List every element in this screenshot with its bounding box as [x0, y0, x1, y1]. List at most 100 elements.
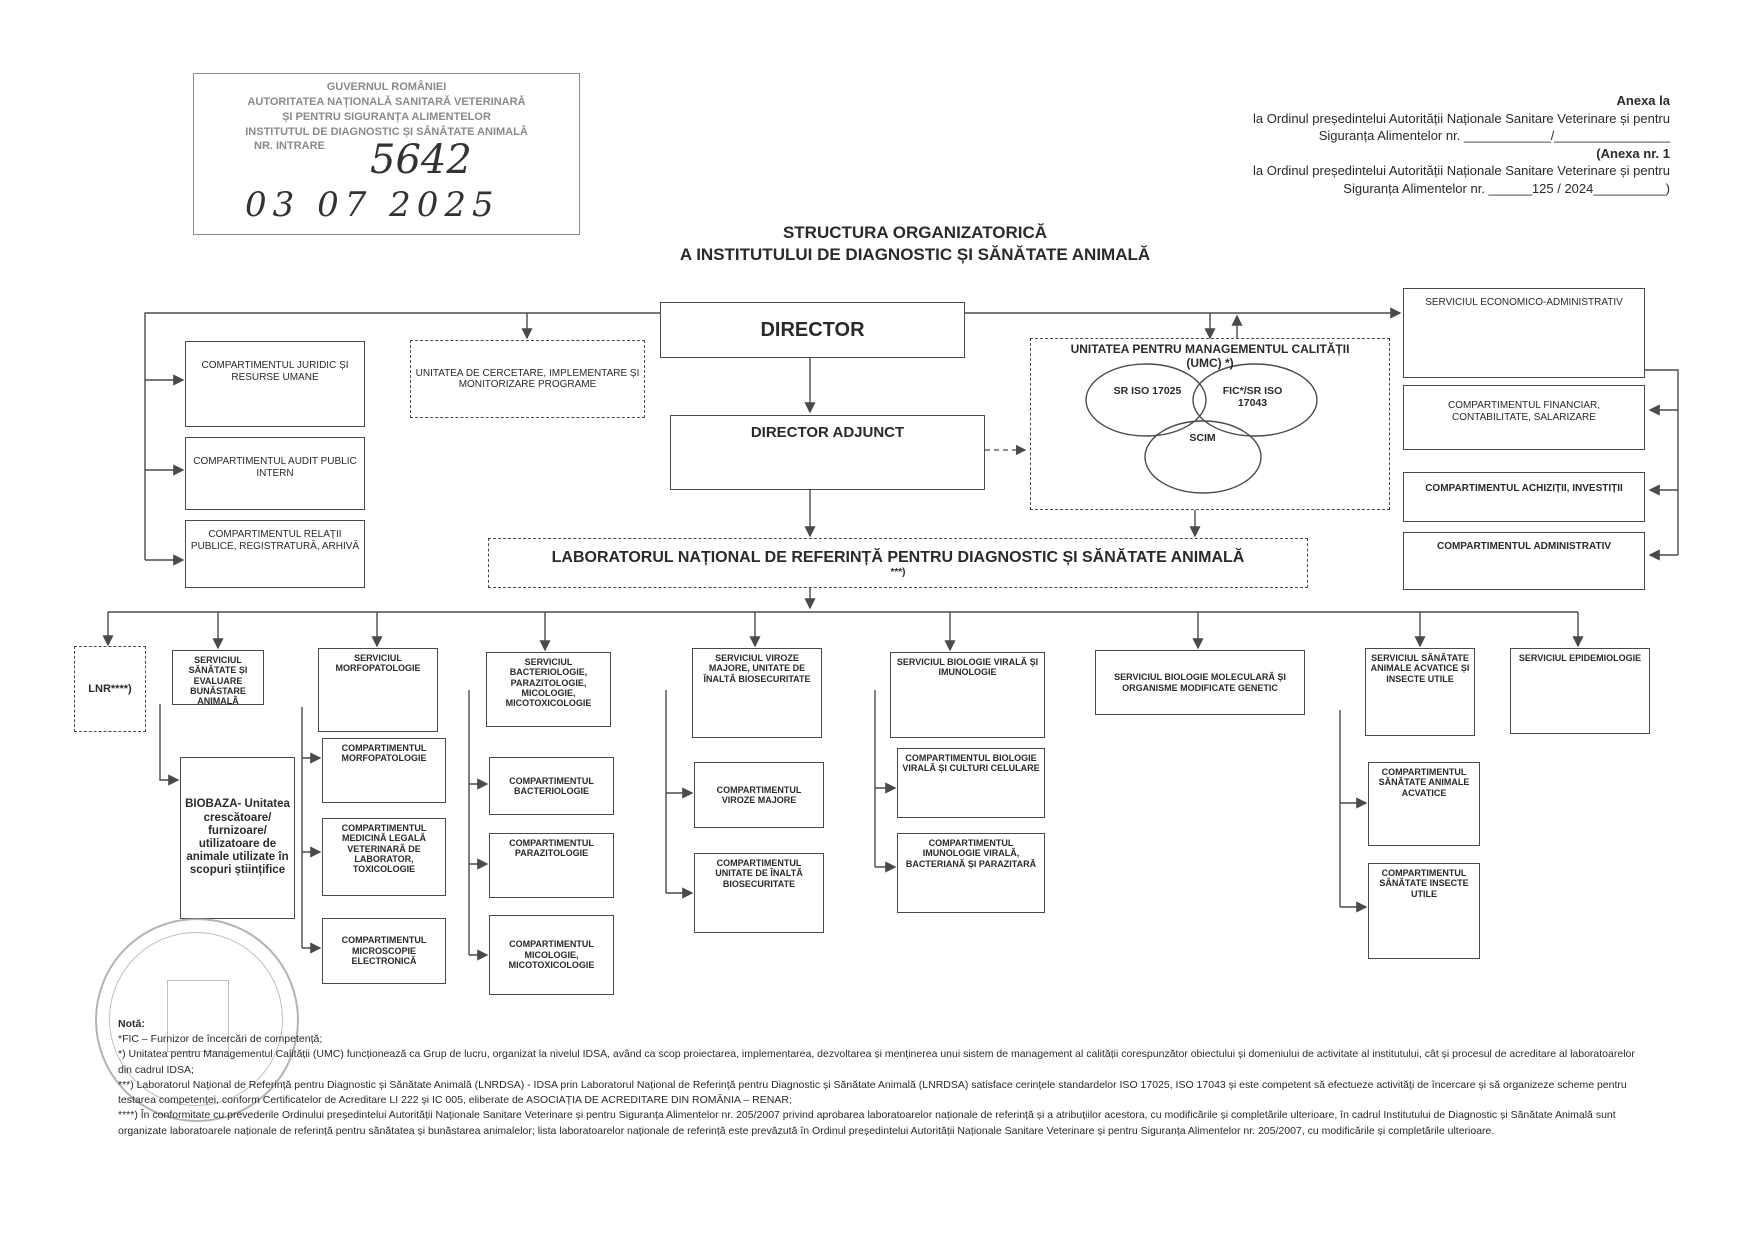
sanatate-service-label: SERVICIUL SĂNĂTATE ȘI EVALUARE BUNĂSTARE…: [188, 655, 248, 707]
coat-of-arms-icon: [167, 980, 229, 1052]
micologie-compartment-box: COMPARTIMENTUL MICOLOGIE, MICOTOXICOLOGI…: [489, 915, 614, 995]
cercetare-unit-label: UNITATEA DE CERCETARE, IMPLEMENTARE ȘI M…: [415, 367, 640, 391]
viroze-compartment-box: COMPARTIMENTUL VIROZE MAJORE: [694, 762, 824, 828]
stamp-line-3: ȘI PENTRU SIGURANȚA ALIMENTELOR: [282, 110, 491, 123]
medicina-compartment-label: COMPARTIMENTUL MEDICINĂ LEGALĂ VETERINAR…: [341, 823, 427, 875]
stamp-number: 5642: [370, 137, 472, 183]
medicina-compartment-box: COMPARTIMENTUL MEDICINĂ LEGALĂ VETERINAR…: [322, 818, 446, 896]
annex-line-3: la Ordinul președintelui Autorității Naț…: [1253, 163, 1670, 179]
umc-sr-iso-17025: SR ISO 17025: [1113, 385, 1182, 397]
administrativ-compartment-label: COMPARTIMENTUL ADMINISTRATIV: [1436, 541, 1612, 552]
bacterio-service-box: SERVICIUL BACTERIOLOGIE, PARAZITOLOGIE, …: [486, 652, 611, 727]
morfo-service-label: SERVICIUL MORFOPATOLOGIE: [335, 653, 421, 674]
epidemio-service-label: SERVICIUL EPIDEMIOLOGIE: [1518, 653, 1642, 663]
microscopie-compartment-label: COMPARTIMENTUL MICROSCOPIE ELECTRONICĂ: [341, 935, 427, 967]
title-line-2: A INSTITUTULUI DE DIAGNOSTIC ȘI SĂNĂTATE…: [679, 245, 1151, 265]
notes-heading: Notă:: [118, 1018, 145, 1030]
lnrdsa-footnote-mark: ***): [890, 567, 906, 579]
imuno-compartment-box: COMPARTIMENTUL IMUNOLOGIE VIRALĂ, BACTER…: [897, 833, 1045, 913]
sanatate-service-box: SERVICIUL SĂNĂTATE ȘI EVALUARE BUNĂSTARE…: [172, 650, 264, 707]
umc-scim: SCIM: [1189, 432, 1216, 444]
imuno-compartment-label: COMPARTIMENTUL IMUNOLOGIE VIRALĂ, BACTER…: [905, 838, 1037, 869]
annex-label: Anexa la: [1616, 93, 1670, 108]
biosecuritate-compartment-box: COMPARTIMENTUL UNITATE DE ÎNALTĂ BIOSECU…: [694, 853, 824, 933]
administrativ-compartment-box: COMPARTIMENTUL ADMINISTRATIV: [1403, 532, 1645, 590]
economico-service-box: SERVICIUL ECONOMICO-ADMINISTRATIV: [1403, 288, 1645, 378]
director-adjunct-box: DIRECTOR ADJUNCT: [670, 415, 985, 490]
acvatice-compartment-label: COMPARTIMENTUL SĂNĂTATE ANIMALE ACVATICE: [1378, 767, 1470, 798]
viroze-service-box: SERVICIUL VIROZE MAJORE, UNITATE DE ÎNAL…: [692, 648, 822, 738]
relatii-compartment-box: COMPARTIMENTUL RELAȚII PUBLICE, REGISTRA…: [185, 520, 365, 588]
acvatice-compartment-box: COMPARTIMENTUL SĂNĂTATE ANIMALE ACVATICE: [1368, 762, 1480, 846]
registration-stamp: GUVERNUL ROMÂNIEI AUTORITATEA NAȚIONALĂ …: [193, 73, 580, 235]
lnrdsa-box: LABORATORUL NAȚIONAL DE REFERINȚĂ PENTRU…: [488, 538, 1308, 588]
note-umc: *) Unitatea pentru Managementul Calități…: [118, 1048, 1635, 1076]
stamp-line-4: INSTITUTUL DE DIAGNOSTIC ȘI SĂNĂTATE ANI…: [245, 125, 528, 138]
morfo-service-box: SERVICIUL MORFOPATOLOGIE: [318, 648, 438, 732]
director-box: DIRECTOR: [660, 302, 965, 358]
microscopie-compartment-box: COMPARTIMENTUL MICROSCOPIE ELECTRONICĂ: [322, 918, 446, 984]
director-label: DIRECTOR: [760, 318, 865, 341]
annex-header: Anexa la la Ordinul președintelui Autori…: [1100, 92, 1670, 197]
financiar-compartment-label: COMPARTIMENTUL FINANCIAR, CONTABILITATE,…: [1447, 400, 1601, 423]
relatii-compartment-label: COMPARTIMENTUL RELAȚII PUBLICE, REGISTRA…: [190, 529, 360, 552]
acvatice-service-box: SERVICIUL SĂNĂTATE ANIMALE ACVATICE ȘI I…: [1365, 648, 1475, 736]
stamp-line-5: NR. INTRARE: [254, 140, 325, 153]
biobaza-box: BIOBAZA- Unitatea crescătoare/ furnizoar…: [180, 757, 295, 919]
financiar-compartment-box: COMPARTIMENTUL FINANCIAR, CONTABILITATE,…: [1403, 385, 1645, 450]
stamp-line-1: GUVERNUL ROMÂNIEI: [326, 81, 447, 93]
morfo-compartment-label: COMPARTIMENTUL MORFOPATOLOGIE: [341, 743, 427, 764]
lnr-box: LNR****): [74, 646, 146, 732]
viroze-service-label: SERVICIUL VIROZE MAJORE, UNITATE DE ÎNAL…: [703, 653, 811, 684]
acvatice-service-label: SERVICIUL SĂNĂTATE ANIMALE ACVATICE ȘI I…: [1370, 653, 1470, 684]
juridic-compartment-label: COMPARTIMENTUL JURIDIC ȘI RESURSE UMANE: [201, 360, 349, 383]
insecte-compartment-box: COMPARTIMENTUL SĂNĂTATE INSECTE UTILE: [1368, 863, 1480, 959]
annex-line-2: Siguranța Alimentelor nr. ____________/_…: [1318, 128, 1670, 144]
audit-compartment-label: COMPARTIMENTUL AUDIT PUBLIC INTERN: [193, 456, 357, 479]
bacterio-service-label: SERVICIUL BACTERIOLOGIE, PARAZITOLOGIE, …: [505, 657, 592, 709]
annex-nr1: (Anexa nr. 1: [1596, 145, 1670, 161]
achizitii-compartment-box: COMPARTIMENTUL ACHIZIȚII, INVESTIȚII: [1403, 472, 1645, 522]
annex-line-4: Siguranța Alimentelor nr. ______125 / 20…: [1343, 180, 1670, 196]
biosecuritate-compartment-label: COMPARTIMENTUL UNITATE DE ÎNALTĂ BIOSECU…: [715, 858, 803, 889]
note-lnrdsa: ***) Laboratorul Național de Referință p…: [118, 1078, 1627, 1107]
juridic-compartment-box: COMPARTIMENTUL JURIDIC ȘI RESURSE UMANE: [185, 341, 365, 427]
biologie-compartment-label: COMPARTIMENTUL BIOLOGIE VIRALĂ ȘI CULTUR…: [902, 753, 1040, 774]
annex-line-1: la Ordinul președintelui Autorității Naț…: [1253, 110, 1670, 126]
bacterio-compartment-label: COMPARTIMENTUL BACTERIOLOGIE: [509, 775, 594, 796]
page-title: STRUCTURA ORGANIZATORICĂ A INSTITUTULUI …: [560, 222, 1270, 266]
umc-box: UNITATEA PENTRU MANAGEMENTUL CALITĂȚII (…: [1030, 338, 1390, 510]
stamp-date: 03 07 2025: [245, 185, 500, 225]
official-seal: [95, 918, 299, 1122]
parazito-compartment-label: COMPARTIMENTUL PARAZITOLOGIE: [509, 838, 594, 859]
achizitii-compartment-label: COMPARTIMENTUL ACHIZIȚII, INVESTIȚII: [1425, 483, 1623, 494]
bacterio-compartment-box: COMPARTIMENTUL BACTERIOLOGIE: [489, 757, 614, 815]
molecular-service-label: SERVICIUL BIOLOGIE MOLECULARĂ ȘI ORGANIS…: [1114, 672, 1286, 693]
biobaza-label: BIOBAZA- Unitatea crescătoare/ furnizoar…: [185, 798, 290, 877]
micologie-compartment-label: COMPARTIMENTUL MICOLOGIE, MICOTOXICOLOGI…: [508, 939, 595, 971]
epidemio-service-box: SERVICIUL EPIDEMIOLOGIE: [1510, 648, 1650, 734]
biologie-service-box: SERVICIUL BIOLOGIE VIRALĂ ȘI IMUNOLOGIE: [890, 652, 1045, 738]
stamp-line-2: AUTORITATEA NAȚIONALĂ SANITARĂ VETERINAR…: [247, 95, 526, 108]
footnotes: Notă: *FIC – Furnizor de încercări de co…: [118, 1017, 1648, 1139]
biologie-service-label: SERVICIUL BIOLOGIE VIRALĂ ȘI IMUNOLOGIE: [896, 657, 1039, 678]
note-lnr: ****) În conformitate cu prevederile Ord…: [118, 1109, 1616, 1137]
note-fic: *FIC – Furnizor de încercări de competen…: [118, 1033, 323, 1046]
biologie-compartment-box: COMPARTIMENTUL BIOLOGIE VIRALĂ ȘI CULTUR…: [897, 748, 1045, 818]
insecte-compartment-label: COMPARTIMENTUL SĂNĂTATE INSECTE UTILE: [1379, 868, 1469, 899]
director-adjunct-label: DIRECTOR ADJUNCT: [750, 424, 905, 441]
lnr-label: LNR****): [88, 682, 132, 695]
lnrdsa-label: LABORATORUL NAȚIONAL DE REFERINȚĂ PENTRU…: [551, 549, 1245, 567]
morfo-compartment-box: COMPARTIMENTUL MORFOPATOLOGIE: [322, 738, 446, 803]
seal-inner-ring: [109, 932, 283, 1106]
umc-fic-sr-iso-17043: FIC*/SR ISO 17043: [1222, 385, 1283, 409]
umc-title: UNITATEA PENTRU MANAGEMENTUL CALITĂȚII (…: [1070, 342, 1350, 370]
audit-compartment-box: COMPARTIMENTUL AUDIT PUBLIC INTERN: [185, 437, 365, 510]
cercetare-unit-box: UNITATEA DE CERCETARE, IMPLEMENTARE ȘI M…: [410, 340, 645, 418]
viroze-compartment-label: COMPARTIMENTUL VIROZE MAJORE: [716, 784, 802, 805]
molecular-service-box: SERVICIUL BIOLOGIE MOLECULARĂ ȘI ORGANIS…: [1095, 650, 1305, 715]
title-line-1: STRUCTURA ORGANIZATORICĂ: [782, 223, 1048, 242]
parazito-compartment-box: COMPARTIMENTUL PARAZITOLOGIE: [489, 833, 614, 898]
economico-service-label: SERVICIUL ECONOMICO-ADMINISTRATIV: [1425, 297, 1623, 308]
